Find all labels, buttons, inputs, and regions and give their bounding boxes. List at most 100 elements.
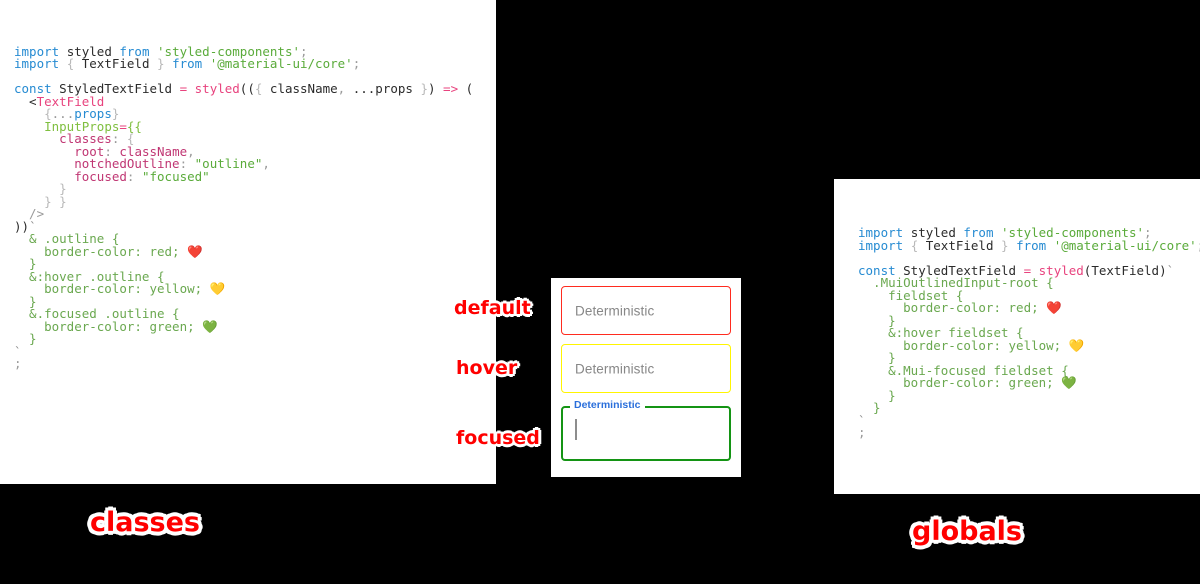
code-token: } xyxy=(14,293,37,309)
code-token: from xyxy=(172,56,210,72)
code-token: ; xyxy=(1197,238,1200,253)
code-token: 'styled-components' xyxy=(1001,225,1145,241)
code-token: } xyxy=(858,400,881,416)
code-token: '@material-ui/core' xyxy=(209,56,353,72)
code-line: } xyxy=(14,293,496,309)
code-line: border-color: red; ❤️ xyxy=(858,302,1200,315)
code-token: TextField xyxy=(81,56,150,72)
heart-emoji-icon: ❤️ xyxy=(1046,300,1062,316)
code-token: border-color: yellow; xyxy=(858,337,1069,353)
code-token: ... xyxy=(51,106,75,122)
code-token: import xyxy=(14,43,67,59)
heart-emoji-icon: 💚 xyxy=(1061,375,1077,391)
code-line: &:hover .outline { xyxy=(14,268,496,284)
code-token: ; xyxy=(300,43,308,59)
code-line: &.focused .outline { xyxy=(14,307,496,321)
code-token: ` xyxy=(858,412,866,428)
state-label-default: default xyxy=(454,297,531,319)
right-code-panel-globals: import styled from 'styled-components';i… xyxy=(834,179,1200,494)
code-token: , xyxy=(187,143,195,159)
code-token: : xyxy=(126,168,142,184)
code-token: styled xyxy=(194,81,240,97)
code-token: StyledTextField xyxy=(903,262,1024,278)
code-token: "outline" xyxy=(194,156,263,172)
code-token: "focused" xyxy=(141,168,210,184)
code-token: ) xyxy=(427,81,444,97)
code-line: /> xyxy=(14,207,496,221)
code-token: => xyxy=(443,81,466,97)
textfield-hover-text: Deterministic xyxy=(575,361,655,376)
code-token: .MuiOutlinedInput-root { xyxy=(858,275,1054,291)
code-token: ; xyxy=(352,56,361,72)
code-line: ; xyxy=(858,427,1200,440)
code-token: } xyxy=(14,181,67,197)
code-token: &:hover .outline { xyxy=(14,268,165,284)
code-token: const xyxy=(14,81,60,97)
heart-emoji-icon: ❤️ xyxy=(187,243,203,259)
textfield-default[interactable]: Deterministic xyxy=(561,286,731,335)
code-token: ( xyxy=(1083,262,1092,278)
code-token: , xyxy=(337,81,353,97)
heart-emoji-icon: 💛 xyxy=(209,281,226,297)
code-line: import { TextField } from '@material-ui/… xyxy=(14,56,496,72)
code-token: ; xyxy=(1144,225,1152,241)
code-line: InputProps={{ xyxy=(14,118,496,134)
code-token: TextField xyxy=(925,237,994,253)
code-token: )) xyxy=(14,218,30,234)
code-token: = xyxy=(179,81,195,97)
code-token: ; xyxy=(14,356,22,372)
code-line: border-color: green; 💚 xyxy=(14,320,496,334)
code-line: } xyxy=(858,352,1200,365)
code-line: border-color: yellow; 💛 xyxy=(14,281,496,297)
code-token: from xyxy=(963,225,1002,241)
code-token: styled xyxy=(910,225,964,241)
code-token: border-color: red; xyxy=(14,243,188,259)
code-token: } xyxy=(858,312,896,328)
code-line: focused: "focused" xyxy=(14,168,496,184)
caption-classes: classes xyxy=(90,507,201,538)
code-token: = xyxy=(119,118,127,134)
code-token: { xyxy=(910,237,926,253)
code-token: import xyxy=(858,237,911,253)
textfield-focused-label: Deterministic xyxy=(570,399,645,412)
code-token: ` xyxy=(14,343,22,359)
code-line: } xyxy=(14,256,496,272)
code-line: &:hover fieldset { xyxy=(858,327,1200,340)
code-token: ... xyxy=(352,81,376,97)
code-line: border-color: green; 💚 xyxy=(858,377,1200,390)
textfield-focused[interactable]: Deterministic xyxy=(561,399,731,461)
textfield-default-text: Deterministic xyxy=(575,303,655,318)
code-line: } xyxy=(858,389,1200,403)
code-token: focused xyxy=(74,168,127,184)
code-line: ` xyxy=(14,343,496,359)
code-line: root: className, xyxy=(14,143,496,159)
code-token: } xyxy=(14,256,37,272)
code-token: border-color: yellow; xyxy=(14,281,210,297)
textfield-hover[interactable]: Deterministic xyxy=(561,344,731,393)
left-code-panel-classes: import styled from 'styled-components';i… xyxy=(0,0,496,484)
code-token: &.Mui-focused fieldset { xyxy=(858,362,1069,378)
code-token: styled xyxy=(1038,262,1084,278)
code-token: import xyxy=(14,56,67,72)
code-token: { xyxy=(126,131,135,147)
code-token: : xyxy=(111,131,127,147)
code-token: 'styled-components' xyxy=(157,43,301,59)
code-token: } xyxy=(993,237,1017,253)
code-token: className xyxy=(269,81,338,97)
code-token: = xyxy=(1023,262,1039,278)
code-token: { xyxy=(254,81,270,97)
left-code-lines: import styled from 'styled-components';i… xyxy=(14,43,496,372)
code-line: & .outline { xyxy=(14,232,496,246)
code-token: styled xyxy=(66,43,120,59)
code-line: border-color: yellow; 💛 xyxy=(858,337,1200,353)
code-token: { xyxy=(14,106,52,122)
code-token: } xyxy=(420,81,428,97)
code-line: } xyxy=(858,312,1200,328)
text-caret-icon xyxy=(575,419,577,440)
code-token: '@material-ui/core' xyxy=(1053,237,1197,253)
right-code-lines: import styled from 'styled-components';i… xyxy=(858,227,1200,440)
code-line: import styled from 'styled-components'; xyxy=(14,43,496,59)
code-token: from xyxy=(119,43,158,59)
code-token: fieldset { xyxy=(858,287,964,303)
code-line: border-color: red; ❤️ xyxy=(14,243,496,259)
